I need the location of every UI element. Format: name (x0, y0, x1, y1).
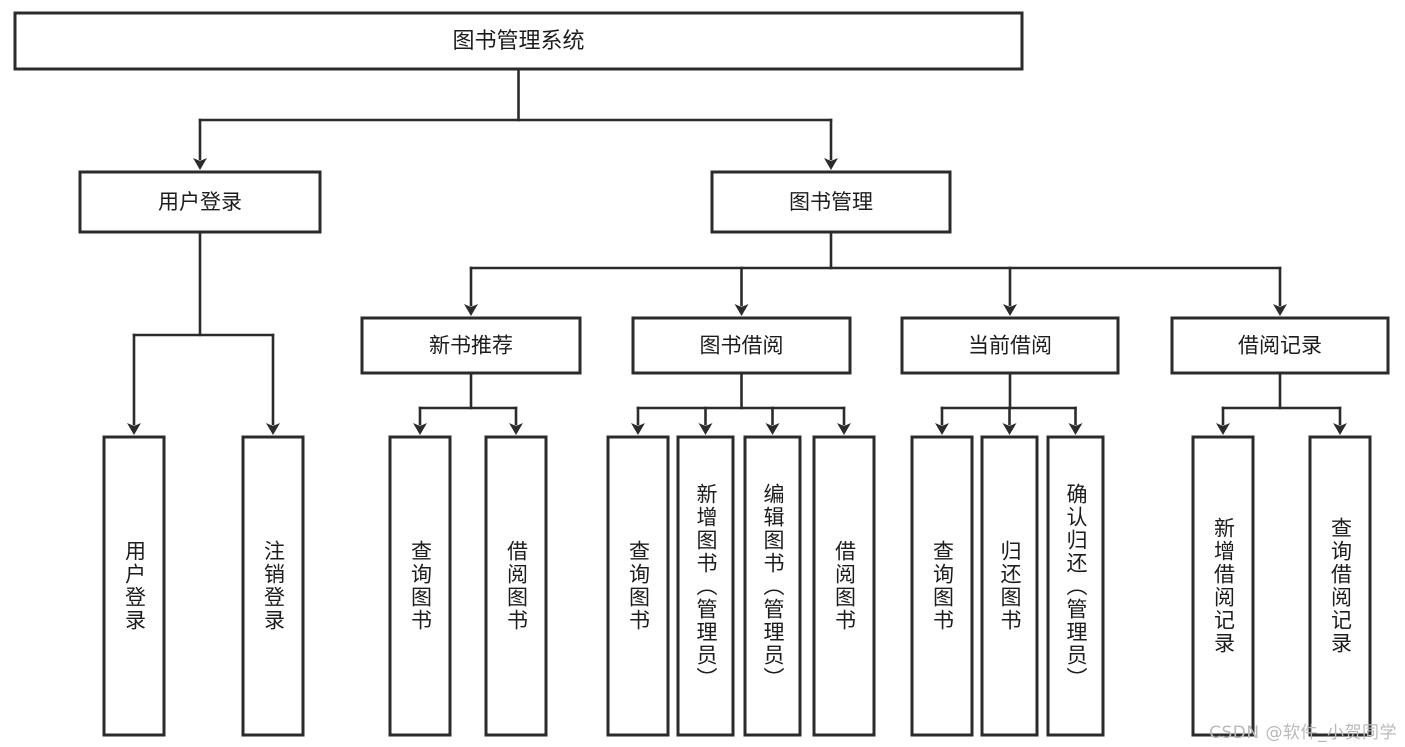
leaf-add-book-box[interactable] (676, 435, 735, 737)
node-user-login-label: 用户登录 (158, 190, 242, 214)
leaf-return-book-box[interactable] (980, 435, 1039, 737)
node-root-label: 图书管理系统 (452, 29, 584, 54)
node-book-borrow-box[interactable] (631, 316, 852, 375)
node-new-book-recommend-label: 新书推荐 (429, 334, 513, 358)
node-new-book-recommend-box[interactable] (360, 316, 582, 375)
node-book-manage-box[interactable] (710, 170, 952, 234)
leaf-query-book-bor-box[interactable] (606, 435, 670, 737)
leaf-query-book-cur-box[interactable] (910, 435, 974, 737)
watermark-text: CSDN @软件_小贺同学 (1209, 723, 1397, 743)
leaf-add-record-box[interactable] (1191, 435, 1255, 737)
leaf-borrow-book-bor-box[interactable] (812, 435, 876, 737)
node-user-login-box[interactable] (78, 170, 322, 234)
node-book-borrow-label: 图书借阅 (700, 334, 784, 358)
leaf-user-login-box[interactable] (102, 435, 166, 737)
leaf-user-logout-box[interactable] (241, 435, 305, 737)
node-borrow-record-label: 借阅记录 (1238, 334, 1322, 358)
leaf-confirm-return-box[interactable] (1046, 435, 1105, 737)
node-root-box[interactable] (13, 11, 1024, 71)
node-book-manage-label: 图书管理 (789, 190, 873, 214)
connectors-layer (127, 67, 1347, 435)
leaf-query-book-rec-box[interactable] (388, 435, 452, 737)
node-borrow-record-box[interactable] (1170, 316, 1390, 375)
leaf-edit-book-box[interactable] (743, 435, 802, 737)
leaf-query-record-box[interactable] (1308, 435, 1372, 737)
node-current-borrow-box[interactable] (900, 316, 1120, 375)
node-current-borrow-label: 当前借阅 (968, 334, 1052, 358)
boxes-layer (13, 11, 1390, 737)
leaf-borrow-book-rec-box[interactable] (484, 435, 548, 737)
